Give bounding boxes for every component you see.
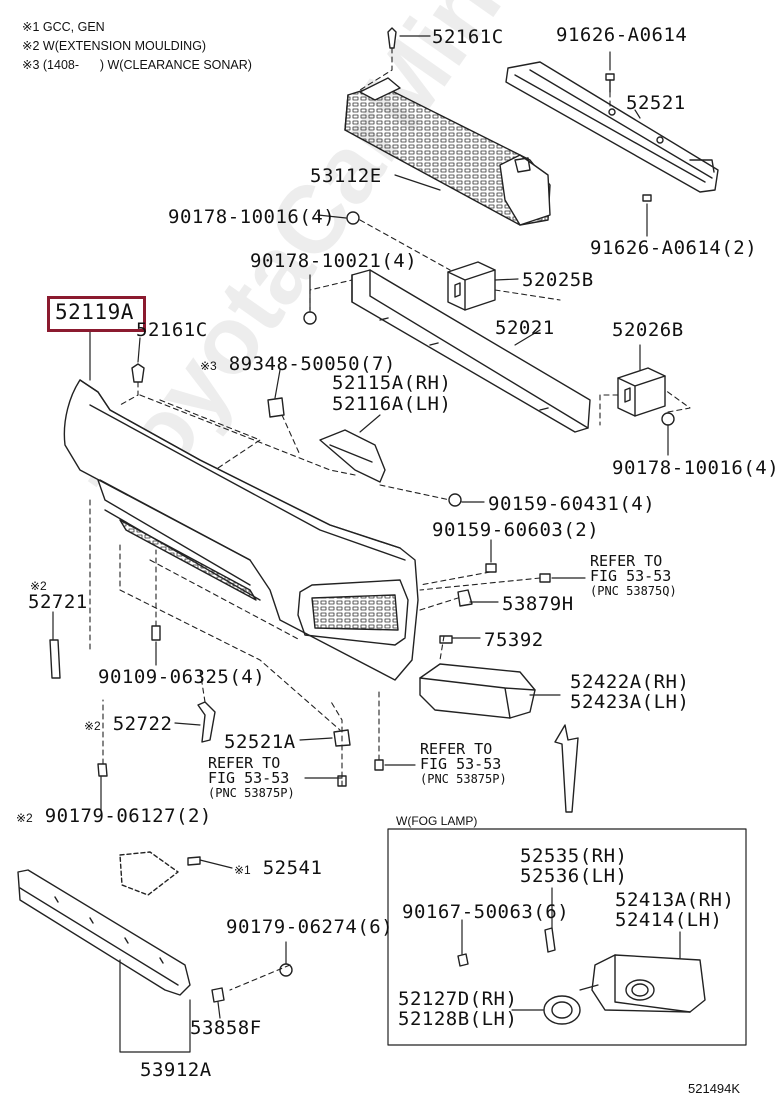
- grille-53112e: [344, 77, 551, 226]
- part-52423a[interactable]: 52423A(LH): [570, 691, 690, 713]
- reinforcement-52021: [351, 269, 591, 433]
- part-52521a[interactable]: 52521A: [224, 731, 296, 753]
- extension-52026b: [617, 367, 666, 417]
- refer-2-line-3: (PNC 53875P): [208, 786, 295, 800]
- part-91626-a0614[interactable]: 91626-A0614: [556, 24, 688, 46]
- part-52414[interactable]: 52414(LH): [615, 909, 723, 931]
- extension-52025b: [447, 261, 496, 311]
- part-52536[interactable]: 52536(LH): [520, 865, 628, 887]
- refer-fig-2[interactable]: REFER TO FIG 53-53 (PNC 53875P): [208, 756, 295, 801]
- screw-90167: [457, 953, 469, 967]
- part-52721[interactable]: 52721: [28, 591, 88, 613]
- bezel-ring-52127d: [543, 995, 581, 1025]
- bracket-52535: [544, 927, 556, 953]
- mark-2-a: ※2: [30, 579, 47, 593]
- part-90179-06274[interactable]: 90179-06274(6): [226, 916, 394, 938]
- part-53858f[interactable]: 53858F: [190, 1017, 262, 1039]
- part-90179-06127-num: 90179-06127(2): [44, 805, 212, 827]
- fog-leader-lines: [461, 887, 681, 1011]
- part-52541[interactable]: ※1 52541: [234, 858, 322, 880]
- part-52541-num: 52541: [262, 857, 323, 879]
- part-52115a[interactable]: 52115A(RH): [332, 372, 452, 394]
- diagram-code: 521494K: [688, 1081, 741, 1096]
- parts-diagram: ToyotaCarMine.ru: [16, 0, 779, 1096]
- part-52119a[interactable]: 52119A: [55, 300, 134, 324]
- refer-2-line-2: FIG 53-53: [208, 769, 290, 787]
- refer-3-line-3: (PNC 53875P): [420, 772, 507, 786]
- refer-2-line-1: REFER TO: [208, 754, 281, 772]
- refer-3-line-2: FIG 53-53: [420, 755, 502, 773]
- note-1: ※1 GCC, GEN: [22, 20, 105, 34]
- moulding-52722: [197, 701, 216, 743]
- mark-3: ※3: [200, 359, 217, 373]
- fog-lamp-box-frame: [387, 828, 747, 1046]
- part-52116a[interactable]: 52116A(LH): [332, 393, 452, 415]
- part-90109-06325[interactable]: 90109-06325(4): [98, 666, 266, 688]
- part-90159-60603[interactable]: 90159-60603(2): [432, 519, 600, 541]
- refer-3-line-1: REFER TO: [420, 740, 493, 758]
- lamp-cover-52422a: [419, 663, 536, 719]
- part-89348[interactable]: ※3 89348-50050(7): [200, 354, 396, 376]
- bumper-cover-52119a: [63, 379, 419, 681]
- part-90179-06127[interactable]: ※2 90179-06127(2): [16, 806, 212, 828]
- mark-1: ※1: [234, 863, 251, 877]
- part-53879h[interactable]: 53879H: [502, 593, 574, 615]
- part-52722[interactable]: ※2 52722: [84, 714, 172, 736]
- leader-lines: [52, 35, 669, 1053]
- lower-spoiler-53912a: [17, 869, 191, 996]
- mark-2-c: ※2: [16, 811, 33, 825]
- part-52021[interactable]: 52021: [495, 317, 555, 339]
- bracket-52115a: [319, 429, 386, 483]
- part-52025b[interactable]: 52025B: [522, 269, 594, 291]
- refer-1-line-2: FIG 53-53: [590, 567, 672, 585]
- refer-1-line-3: (PNC 53875Q): [590, 584, 677, 598]
- mark-2-b: ※2: [84, 719, 101, 733]
- part-52722-num: 52722: [112, 713, 173, 735]
- part-52128b[interactable]: 52128B(LH): [398, 1008, 518, 1030]
- part-52026b[interactable]: 52026B: [612, 319, 684, 341]
- part-52422a[interactable]: 52422A(RH): [570, 671, 690, 693]
- part-52127d[interactable]: 52127D(RH): [398, 988, 518, 1010]
- part-90178-10016-b[interactable]: 90178-10016(4): [612, 457, 779, 479]
- part-52413a[interactable]: 52413A(RH): [615, 889, 735, 911]
- note-3: ※3 (1408- ) W(CLEARANCE SONAR): [22, 58, 252, 72]
- part-52161c-mid[interactable]: 52161C: [136, 319, 208, 341]
- part-52521[interactable]: 52521: [626, 92, 686, 114]
- part-90159-60431[interactable]: 90159-60431(4): [488, 493, 656, 515]
- part-90178-10016-a[interactable]: 90178-10016(4): [168, 206, 336, 228]
- part-53112e[interactable]: 53112E: [310, 165, 382, 187]
- bracket-52521: [505, 61, 719, 193]
- fog-box-title: W(FOG LAMP): [396, 814, 478, 828]
- part-53912a[interactable]: 53912A: [140, 1059, 212, 1081]
- fog-lamp-52413a: [591, 954, 706, 1013]
- fasteners: [97, 27, 675, 1003]
- diagram-art: [17, 27, 747, 1053]
- mark-52721: ※2: [30, 574, 47, 596]
- direction-arrow: [554, 724, 579, 813]
- note-2: ※2 W(EXTENSION MOULDING): [22, 39, 207, 53]
- part-52161c-top[interactable]: 52161C: [432, 26, 504, 48]
- refer-fig-1[interactable]: REFER TO FIG 53-53 (PNC 53875Q): [590, 554, 677, 599]
- highlight-box: [47, 296, 146, 332]
- refer-fig-3[interactable]: REFER TO FIG 53-53 (PNC 53875P): [420, 742, 507, 787]
- part-90178-10021[interactable]: 90178-10021(4): [250, 250, 418, 272]
- part-89348-num: 89348-50050(7): [228, 353, 396, 375]
- moulding-52721: [49, 639, 61, 679]
- refer-1-line-1: REFER TO: [590, 552, 663, 570]
- part-52535[interactable]: 52535(RH): [520, 845, 628, 867]
- plate-52541: [119, 851, 179, 896]
- part-90167-50063[interactable]: 90167-50063(6): [402, 901, 570, 923]
- part-75392[interactable]: 75392: [484, 629, 544, 651]
- part-91626-a0614-2[interactable]: 91626-A0614(2): [590, 237, 758, 259]
- assembly-lines: [89, 47, 691, 991]
